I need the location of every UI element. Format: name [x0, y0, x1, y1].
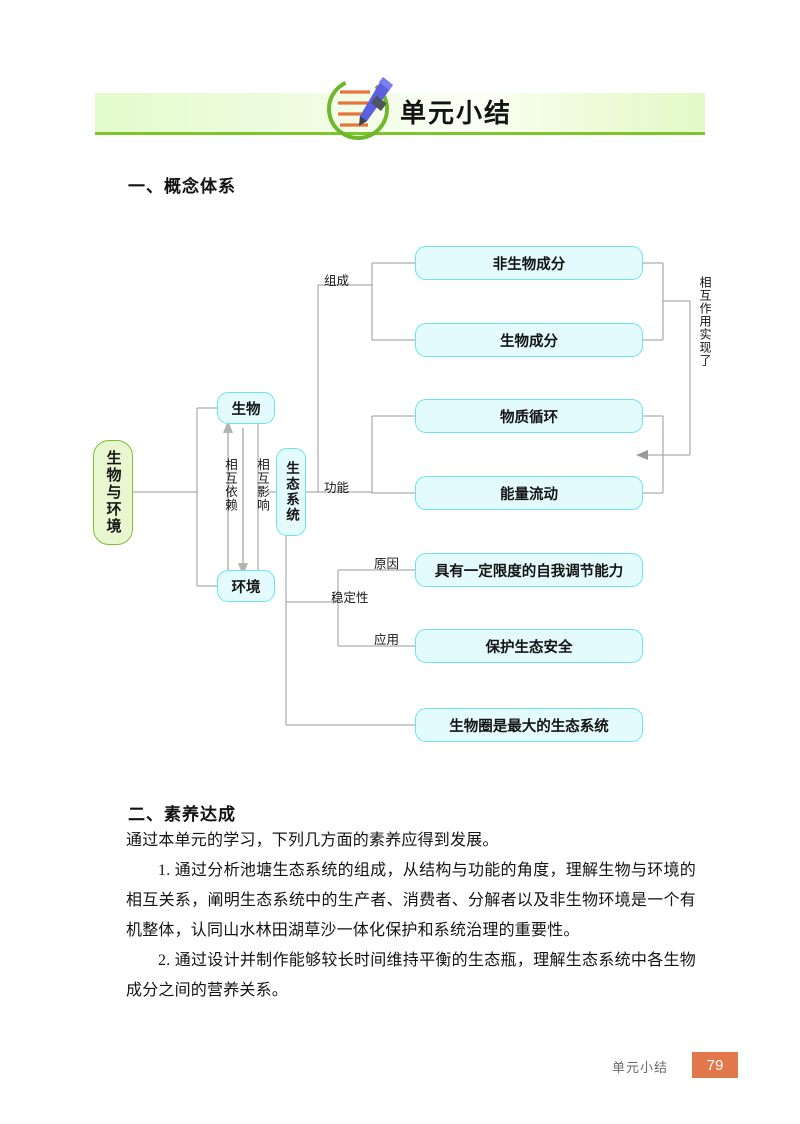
node-energy-flow[interactable]: 能量流动	[415, 476, 643, 510]
arrow-up-dependence	[223, 420, 233, 433]
node-environment[interactable]: 环境	[217, 570, 275, 602]
node-matter-cycle[interactable]: 物质循环	[415, 399, 643, 433]
arrow-interaction	[636, 450, 648, 460]
node-self-regulation[interactable]: 具有一定限度的自我调节能力	[415, 553, 643, 587]
paragraph-item-1: 1. 通过分析池塘生态系统的组成，从结构与功能的角度，理解生物与环境的相互关系，…	[126, 862, 696, 939]
edge-label-application: 应用	[374, 633, 400, 647]
concept-map-connectors	[133, 262, 691, 726]
footer-chapter-label: 单元小结	[611, 1060, 668, 1075]
node-biology-and-environment[interactable]: 生物与环境	[93, 440, 133, 545]
footer-page-number: 79	[692, 1052, 738, 1078]
node-abiotic-components[interactable]: 非生物成分	[415, 246, 643, 280]
edge-label-function: 功能	[324, 481, 350, 495]
arrow-down-influence	[238, 563, 248, 576]
section-heading-literacy-attainment: 二、素养达成	[128, 805, 236, 824]
edge-label-mutual-dependence: 相互依赖	[223, 458, 237, 512]
edge-label-composition: 组成	[324, 274, 350, 288]
concept-map: 生物与环境 生物 环境 生态系统 非生物成分 生物成分 物质循环 能量流动 具有…	[80, 230, 740, 760]
edge-label-stability: 稳定性	[331, 591, 369, 605]
section-heading-concept-system: 一、概念体系	[128, 177, 236, 196]
notebook-pencil-icon	[320, 73, 408, 145]
node-protect-eco-safety[interactable]: 保护生态安全	[415, 629, 643, 663]
edge-label-cause: 原因	[374, 557, 400, 571]
edge-label-mutual-influence: 相互影响	[255, 458, 269, 512]
header-banner	[95, 93, 705, 135]
node-biosphere[interactable]: 生物圈是最大的生态系统	[415, 708, 643, 742]
edge-label-interaction: 相互作用实现了	[698, 276, 712, 367]
node-organism[interactable]: 生物	[217, 392, 275, 424]
node-biotic-components[interactable]: 生物成分	[415, 323, 643, 357]
paragraph-intro: 通过本单元的学习，下列几方面的素养应得到发展。	[126, 832, 499, 849]
node-ecosystem[interactable]: 生态系统	[276, 448, 306, 536]
page-title: 单元小结	[400, 98, 513, 128]
paragraph-item-2: 2. 通过设计并制作能够较长时间维持平衡的生态瓶，理解生态系统中各生物成分之间的…	[126, 952, 696, 999]
